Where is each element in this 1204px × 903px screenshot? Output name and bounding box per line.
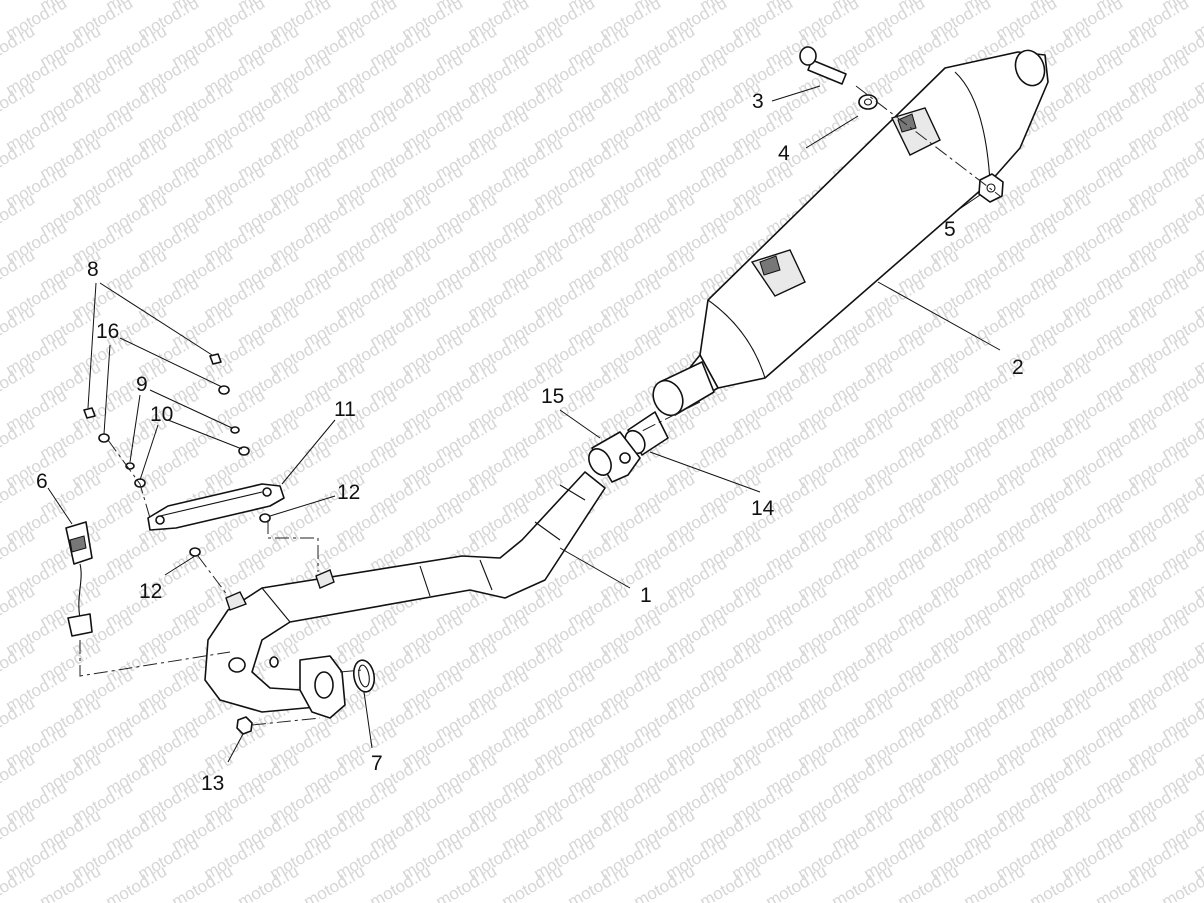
callout-9: 9 xyxy=(136,373,148,396)
clamp-part-15 xyxy=(588,431,641,483)
callout-12-upper: 12 xyxy=(337,481,360,504)
leader-lines xyxy=(47,85,1001,763)
screws-washers-parts-8-16-9-10-12 xyxy=(83,353,271,557)
callout-14: 14 xyxy=(751,497,775,520)
callout-10: 10 xyxy=(150,403,173,426)
washer-part-4 xyxy=(858,94,878,110)
oxygen-sensor-part-6 xyxy=(65,521,93,637)
callout-15: 15 xyxy=(541,385,564,408)
exhaust-header-pipe-part-1 xyxy=(204,471,606,719)
callout-4: 4 xyxy=(778,142,790,165)
callout-2: 2 xyxy=(1012,356,1024,379)
callout-16: 16 xyxy=(96,320,119,343)
callout-12-lower: 12 xyxy=(139,580,162,603)
callout-3: 3 xyxy=(752,90,764,113)
heat-shield-part-11 xyxy=(147,483,285,531)
callout-8: 8 xyxy=(87,258,99,281)
nut-part-13 xyxy=(236,716,253,735)
gasket-part-7 xyxy=(352,659,376,693)
callout-7: 7 xyxy=(371,752,383,775)
assembly-centerlines xyxy=(79,85,1001,726)
callout-1: 1 xyxy=(640,584,652,607)
callout-11: 11 xyxy=(334,398,356,421)
callout-13: 13 xyxy=(201,772,224,795)
bolt-part-3 xyxy=(799,46,847,85)
nut-part-5 xyxy=(978,173,1004,203)
callout-5: 5 xyxy=(944,218,956,241)
callout-labels: 3 4 5 2 15 14 1 7 13 8 16 9 10 11 12 12 … xyxy=(36,90,1024,795)
callout-6: 6 xyxy=(36,470,48,493)
